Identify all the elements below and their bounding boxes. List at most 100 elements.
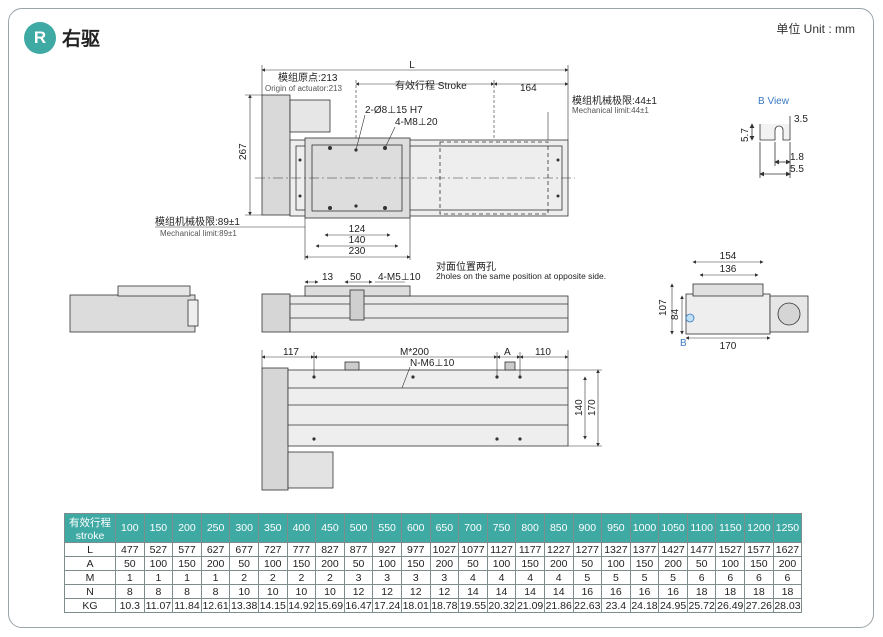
b-marker: B [680, 338, 687, 349]
table-cell: 2 [229, 570, 259, 585]
table-cell: 8 [172, 584, 202, 599]
dim-140: 140 [349, 235, 366, 246]
table-cell: 777 [286, 542, 317, 557]
table-cell: 4 [543, 570, 574, 585]
table-cell: 1277 [572, 542, 603, 557]
table-cell: 150 [400, 556, 431, 571]
table-cell: 977 [400, 542, 431, 557]
table-cell: 18 [686, 584, 717, 599]
table-cell: 150 [286, 556, 317, 571]
section-badge: R [24, 22, 56, 54]
table-cell: 12 [400, 584, 431, 599]
table-cell: 827 [315, 542, 345, 557]
table-cell: 5 [572, 570, 603, 585]
table-cell: 727 [257, 542, 288, 557]
table-cell: 19.55 [458, 598, 488, 613]
table-cell: 10 [229, 584, 259, 599]
table-cell: 6 [715, 570, 746, 585]
table-cell: 50 [686, 556, 717, 571]
dim-136: 136 [720, 264, 737, 275]
stroke-header-cell: 1100 [686, 513, 717, 543]
stroke-header-cell: 850 [543, 513, 574, 543]
table-cell: 12 [372, 584, 402, 599]
table-cell: 23.4 [601, 598, 631, 613]
table-cell: 18 [772, 584, 803, 599]
table-cell: 13.38 [229, 598, 259, 613]
stroke-header-cell: 350 [257, 513, 288, 543]
table-cell: 21.09 [515, 598, 545, 613]
table-cell: 12.61 [200, 598, 231, 613]
table-cell: 1 [115, 570, 145, 585]
table-cell: 3 [343, 570, 374, 585]
stroke-header-cell: 1050 [658, 513, 688, 543]
side-note-cn: 对面位置两孔 [436, 260, 496, 273]
table-cell: 16 [658, 584, 688, 599]
table-cell: 1527 [715, 542, 746, 557]
stroke-label: 有效行程 Stroke [395, 79, 467, 92]
table-cell: 100 [143, 556, 174, 571]
dim-107: 107 [658, 299, 669, 316]
table-cell: 16 [572, 584, 603, 599]
limit-left-cn: 模组机械极限:89±1 [155, 215, 240, 228]
row-label: N [64, 584, 116, 599]
table-cell: 477 [115, 542, 145, 557]
table-cell: 150 [515, 556, 545, 571]
dim-230: 230 [349, 246, 366, 257]
dim-5-5: 5.5 [790, 164, 804, 175]
table-cell: 3 [429, 570, 460, 585]
table-cell: 16 [601, 584, 631, 599]
table-cell: 100 [372, 556, 402, 571]
table-cell: 2 [257, 570, 288, 585]
table-cell: 1377 [629, 542, 660, 557]
unit-label: 单位 Unit : mm [776, 22, 855, 36]
table-cell: 14 [543, 584, 574, 599]
table-cell: 2 [286, 570, 317, 585]
stroke-header-cell: 1150 [715, 513, 746, 543]
table-cell: 50 [229, 556, 259, 571]
table-cell: 22.63 [572, 598, 603, 613]
table-cell: 4 [458, 570, 488, 585]
dim-140-side: 140 [574, 399, 585, 416]
page-frame [8, 8, 874, 628]
stroke-header-cell: 900 [572, 513, 603, 543]
table-cell: 11.84 [172, 598, 202, 613]
dim-3-5: 3.5 [794, 114, 808, 125]
header-label-line: 有效行程 [69, 516, 111, 529]
table-cell: 16 [629, 584, 660, 599]
table-cell: 1027 [429, 542, 460, 557]
stroke-header-cell: 1250 [772, 513, 803, 543]
table-cell: 200 [543, 556, 574, 571]
table-cell: 200 [315, 556, 345, 571]
table-cell: 200 [200, 556, 231, 571]
table-cell: 1627 [772, 542, 803, 557]
origin-en: Origin of actuator:213 [265, 84, 342, 93]
technical-drawing: L 模组原点:213 Origin of actuator:213 有效行程 S… [69, 60, 809, 491]
stroke-header-cell: 550 [372, 513, 402, 543]
table-cell: 10.3 [115, 598, 145, 613]
limit-left-en: Mechanical limit:89±1 [160, 229, 237, 238]
stroke-header-cell: 250 [200, 513, 231, 543]
dim-84: 84 [670, 308, 681, 320]
dim-117: 117 [283, 347, 299, 358]
table-cell: 200 [772, 556, 803, 571]
table-cell: 5 [629, 570, 660, 585]
table-cell: 18.01 [400, 598, 431, 613]
table-cell: 200 [429, 556, 460, 571]
row-label: M [64, 570, 116, 585]
table-cell: 927 [372, 542, 402, 557]
dim-5-7: 5.7 [740, 128, 751, 142]
table-cell: 28.03 [772, 598, 803, 613]
motor-end-view [69, 285, 199, 333]
dim-50: 50 [350, 272, 362, 283]
bottom-view [261, 361, 569, 491]
stroke-header-cell: 300 [229, 513, 259, 543]
table-cell: 14.15 [257, 598, 288, 613]
table-cell: 24.18 [629, 598, 660, 613]
table-cell: 3 [400, 570, 431, 585]
table-cell: 6 [686, 570, 717, 585]
header-label-line: stroke [75, 529, 105, 542]
table-cell: 21.86 [543, 598, 574, 613]
